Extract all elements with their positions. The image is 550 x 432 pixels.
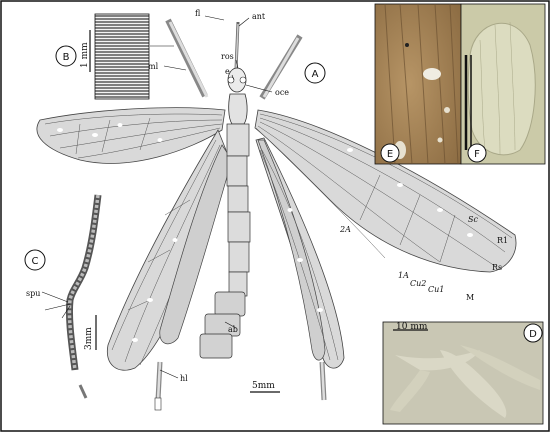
label-cu2: Cu2 [410, 279, 426, 288]
panel-e: E [374, 3, 462, 165]
label-ab: ab [228, 325, 238, 334]
panel-b-scale: 1 mm [80, 42, 90, 68]
panel-b-letter: B [63, 52, 70, 63]
left-hindwing-inner [159, 144, 233, 345]
label-ros: ros [221, 52, 234, 61]
panel-d: 10 mm D [382, 321, 544, 425]
label-fl: fl [195, 9, 201, 18]
scale-bar-a-label: 5mm [252, 381, 275, 391]
label-hl: hl [180, 374, 188, 383]
panel-a-marker: A [304, 62, 326, 84]
label-spu: spu [26, 289, 40, 298]
panel-c-letter: C [32, 256, 39, 267]
label-sc: Sc [468, 215, 478, 224]
label-r1: R1 [497, 236, 508, 245]
panel-f-letter: F [474, 149, 480, 160]
scale-bar-a: 5mm [250, 381, 280, 393]
thorax [228, 93, 248, 125]
panel-a-letter: A [312, 69, 319, 80]
label-cu1: Cu1 [428, 285, 444, 294]
panel-d-scale: 10 mm [396, 322, 428, 332]
label-oce: oce [275, 88, 289, 97]
label-2a: 2A [339, 225, 351, 234]
left-forewing [36, 107, 226, 164]
label-m: M [466, 293, 474, 302]
panel-b: 1 mm B [55, 13, 150, 100]
label-1a: 1A [398, 271, 409, 280]
abdomen [226, 123, 251, 297]
panel-a-labels: fl ant ros e oce ml Sc R1 Rs 2A 1A Cu2 C… [148, 9, 508, 383]
panel-e-photo [374, 3, 462, 165]
label-ml: ml [148, 62, 159, 71]
fossil-wing [467, 22, 536, 156]
right-forewing [254, 109, 517, 273]
panel-e-letter: E [387, 149, 393, 160]
label-e: e [225, 67, 230, 76]
panel-a-drawing [36, 15, 517, 411]
panel-b-stripes [94, 13, 150, 100]
panel-d-letter: D [529, 329, 537, 340]
label-ant: ant [252, 12, 266, 21]
label-rs: Rs [492, 263, 502, 272]
panel-c-scale: 3mm [84, 327, 94, 350]
panel-f: F [460, 3, 546, 165]
panel-c: spu 3mm C [24, 194, 102, 399]
abdomen-apex [199, 291, 246, 359]
